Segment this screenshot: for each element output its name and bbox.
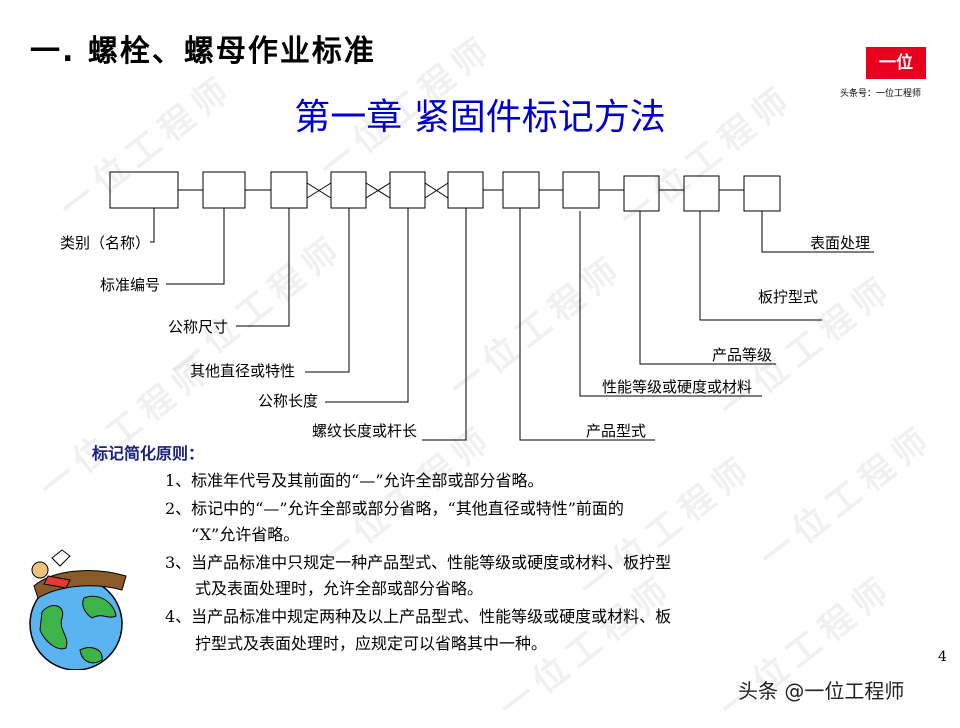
page-number: 4	[938, 649, 947, 665]
label-drive-type: 板拧型式	[758, 286, 818, 307]
field-box-surface-treatment	[744, 176, 780, 211]
label-other-diameter: 其他直径或特性	[190, 360, 295, 381]
rule-line: 4、当产品标准中规定两种及以上产品型式、性能等级或硬度或材料、板	[165, 603, 671, 627]
label-product-grade: 产品等级	[712, 344, 772, 365]
rules-title: 标记简化原则：	[92, 440, 204, 464]
label-product-form: 产品型式	[586, 420, 646, 441]
label-nominal-size: 公称尺寸	[168, 316, 228, 337]
field-box-category	[110, 172, 178, 208]
label-nominal-length: 公称长度	[258, 390, 318, 411]
field-box-nominal-length	[390, 172, 425, 208]
rule-line: 式及表面处理时，允许全部或部分省略。	[195, 575, 483, 599]
rule-line: 拧型式及表面处理时，应规定可以省略其中一种。	[195, 630, 547, 654]
label-category: 类别（名称）	[60, 232, 150, 253]
footer-attribution: 头条 @一位工程师	[738, 675, 904, 704]
field-box-property-class	[563, 172, 599, 208]
label-surface-treatment: 表面处理	[810, 232, 870, 253]
field-box-standard	[203, 172, 245, 208]
rule-line: 2、标记中的“—”允许全部或部分省略，“其他直径或特性”前面的	[165, 495, 624, 519]
label-standard-number: 标准编号	[100, 274, 160, 295]
label-property-class: 性能等级或硬度或材料	[602, 376, 752, 397]
field-box-other-diameter	[331, 172, 366, 208]
rule-line: 3、当产品标准中只规定一种产品型式、性能等级或硬度或材料、板拧型	[165, 549, 671, 573]
field-box-product-grade	[624, 176, 659, 211]
field-box-thread-length	[448, 172, 483, 208]
field-box-product-form	[503, 172, 539, 208]
field-box-drive-type	[684, 176, 719, 211]
marking-diagram	[0, 0, 960, 460]
rule-line: “X”允许省略。	[191, 521, 299, 545]
field-box-nominal-size	[271, 172, 307, 208]
rule-line: 1、标准年代号及其前面的“—”允许全部或部分省略。	[165, 467, 544, 491]
globe-reader-clipart	[22, 540, 134, 670]
label-thread-length: 螺纹长度或杆长	[312, 420, 417, 441]
